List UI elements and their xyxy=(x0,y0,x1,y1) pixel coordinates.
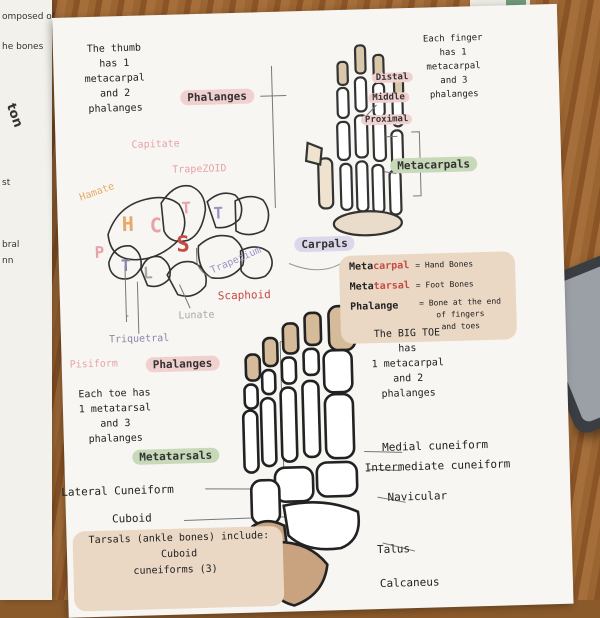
talus-label: Talus xyxy=(377,542,410,556)
back-page-text-4: bral xyxy=(2,240,19,250)
proximal-label: Proximal xyxy=(361,114,413,125)
calcaneus-label: Calcaneus xyxy=(380,575,440,590)
carpal-suffix: carpal xyxy=(373,260,409,272)
triquetral-label: Triquetral xyxy=(109,333,170,346)
trapezoid-label: TrapeZOID xyxy=(172,163,226,176)
scaphoid-label: Scaphoid xyxy=(218,288,271,302)
left-back-page: omposed of he bones ton st bral nn xyxy=(0,0,52,600)
pisiform-label: Pisiform xyxy=(70,358,118,370)
carpal-letter-t3: T xyxy=(121,256,131,275)
metatarsals-label: Metatarsals xyxy=(132,448,219,465)
foot-phalanges-label: Phalanges xyxy=(146,355,220,372)
carpal-letter-t1: T xyxy=(181,198,191,217)
back-page-text-1: omposed of xyxy=(2,12,55,22)
finger-note: Each finger has 1 metacarpal and 3 phala… xyxy=(403,30,505,103)
carpals-label: Carpals xyxy=(294,236,355,253)
carpal-letter-p: P xyxy=(94,243,104,262)
middle-label: Middle xyxy=(368,92,409,103)
back-page-text-5: nn xyxy=(2,256,13,266)
tarsals-item-cuboid: Cuboid xyxy=(161,548,197,560)
big-toe-note: The BIG TOE has 1 metacarpal and 2 phala… xyxy=(357,325,459,403)
capitate-label: Capitate xyxy=(131,138,179,150)
lunate-label: Lunate xyxy=(178,310,214,322)
distal-label: Distal xyxy=(372,72,413,83)
back-page-text-2: he bones xyxy=(2,42,43,52)
metacarpals-label: Metacarpals xyxy=(390,156,477,173)
hand-bones-def: = Hand Bones xyxy=(415,259,473,270)
meta-prefix: Meta xyxy=(349,261,373,273)
definition-phalange: Phalange xyxy=(350,300,398,312)
carpal-letter-s: S xyxy=(176,232,190,257)
meta-prefix-2: Meta xyxy=(349,281,373,293)
back-page-heading: ton xyxy=(3,101,25,129)
tarsals-item-cuneiforms: cuneiforms (3) xyxy=(133,564,218,577)
hand-phalanges-label: Phalanges xyxy=(180,88,254,105)
tarsal-suffix: tarsal xyxy=(374,280,410,292)
carpal-letter-c: C xyxy=(149,213,162,237)
carpal-letter-l: L xyxy=(143,263,153,282)
thumb-note: The thumb has 1 metacarpal and 2 phalang… xyxy=(69,40,161,117)
foot-bones-def: = Foot Bones xyxy=(416,279,474,290)
worksheet-page: The thumb has 1 metacarpal and 2 phalang… xyxy=(52,4,574,618)
cuboid-label: Cuboid xyxy=(112,511,152,525)
navicular-label: Navicular xyxy=(387,489,447,504)
back-page-text-3: st xyxy=(2,178,10,188)
carpal-letter-t2: T xyxy=(213,203,223,222)
toe-note: Each toe has 1 metatarsal and 3 phalange… xyxy=(68,385,162,448)
carpal-letter-h: H xyxy=(121,212,134,236)
